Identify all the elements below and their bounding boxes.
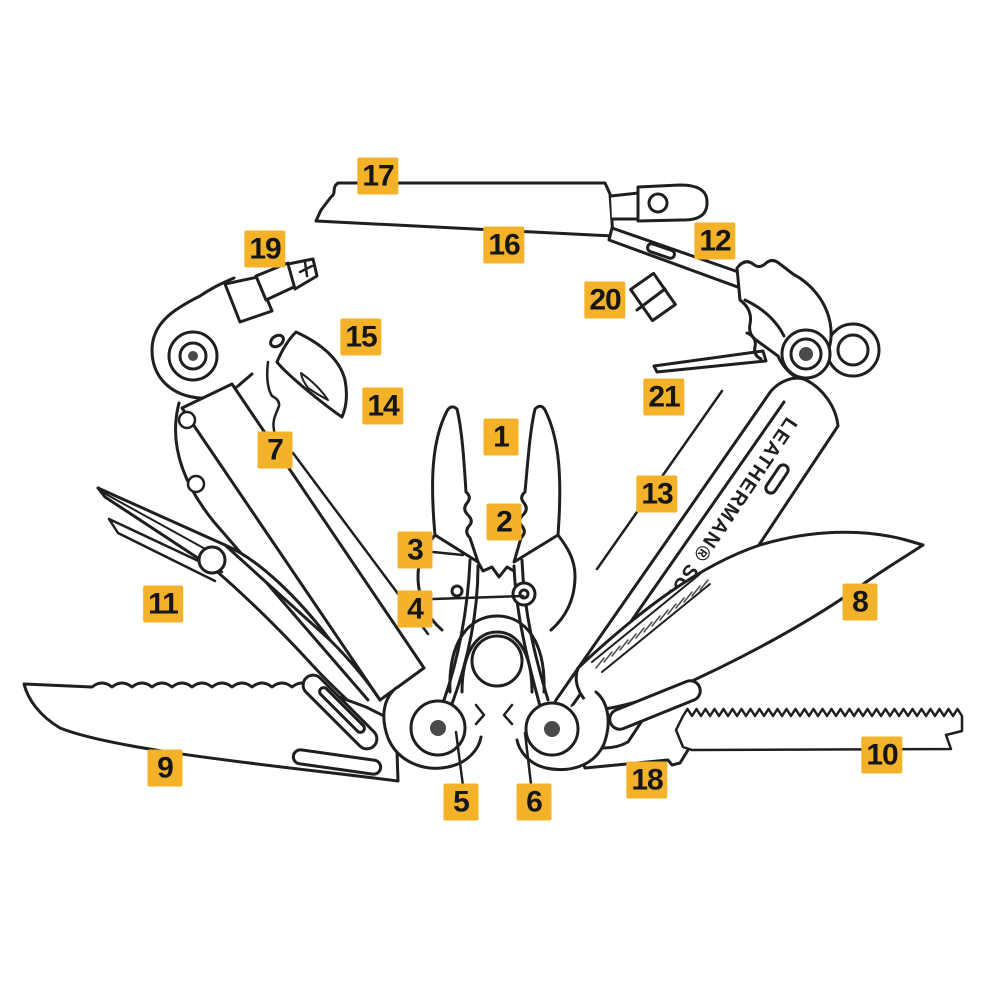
handle-strap [301,673,379,751]
file-hatching [591,573,711,673]
callout-15: 15 [340,318,382,356]
awl-blade [652,349,768,374]
left-pivot-head [167,330,219,382]
callout-2: 2 [486,503,522,541]
callout-12: 12 [694,222,736,260]
knife-blade [574,530,925,712]
saw-blade [674,707,964,752]
large-bit-driver [150,261,298,400]
handle-end-pivots [382,686,610,772]
callout-9: 9 [147,749,183,787]
callout-7: 7 [257,431,293,469]
screwdriver-bit [629,271,677,323]
scissors [96,486,382,712]
callout-3: 3 [397,531,433,569]
t-shank-saw-blade [314,181,709,238]
callout-18: 18 [626,761,668,799]
callout-11: 11 [143,585,183,623]
can-opener-hook [265,330,348,447]
phillips-bit [286,257,319,291]
callout-1: 1 [483,418,519,456]
serrated-knife [22,681,400,783]
callout-21: 21 [643,378,685,416]
callout-16: 16 [483,226,525,264]
callout-5: 5 [443,783,479,821]
callout-19: 19 [244,230,286,268]
callout-20: 20 [584,281,626,319]
callout-14: 14 [362,387,404,425]
callout-13: 13 [636,475,678,513]
callout-10: 10 [861,736,903,774]
callout-4: 4 [397,590,433,628]
pliers-head [416,404,577,708]
callout-6: 6 [516,783,552,821]
blade-exchanger [578,679,702,770]
callout-17: 17 [357,157,399,195]
pliers-spring [448,614,546,694]
callout-8: 8 [842,583,878,621]
right-pivot [780,328,832,380]
lanyard-ring [825,322,881,378]
